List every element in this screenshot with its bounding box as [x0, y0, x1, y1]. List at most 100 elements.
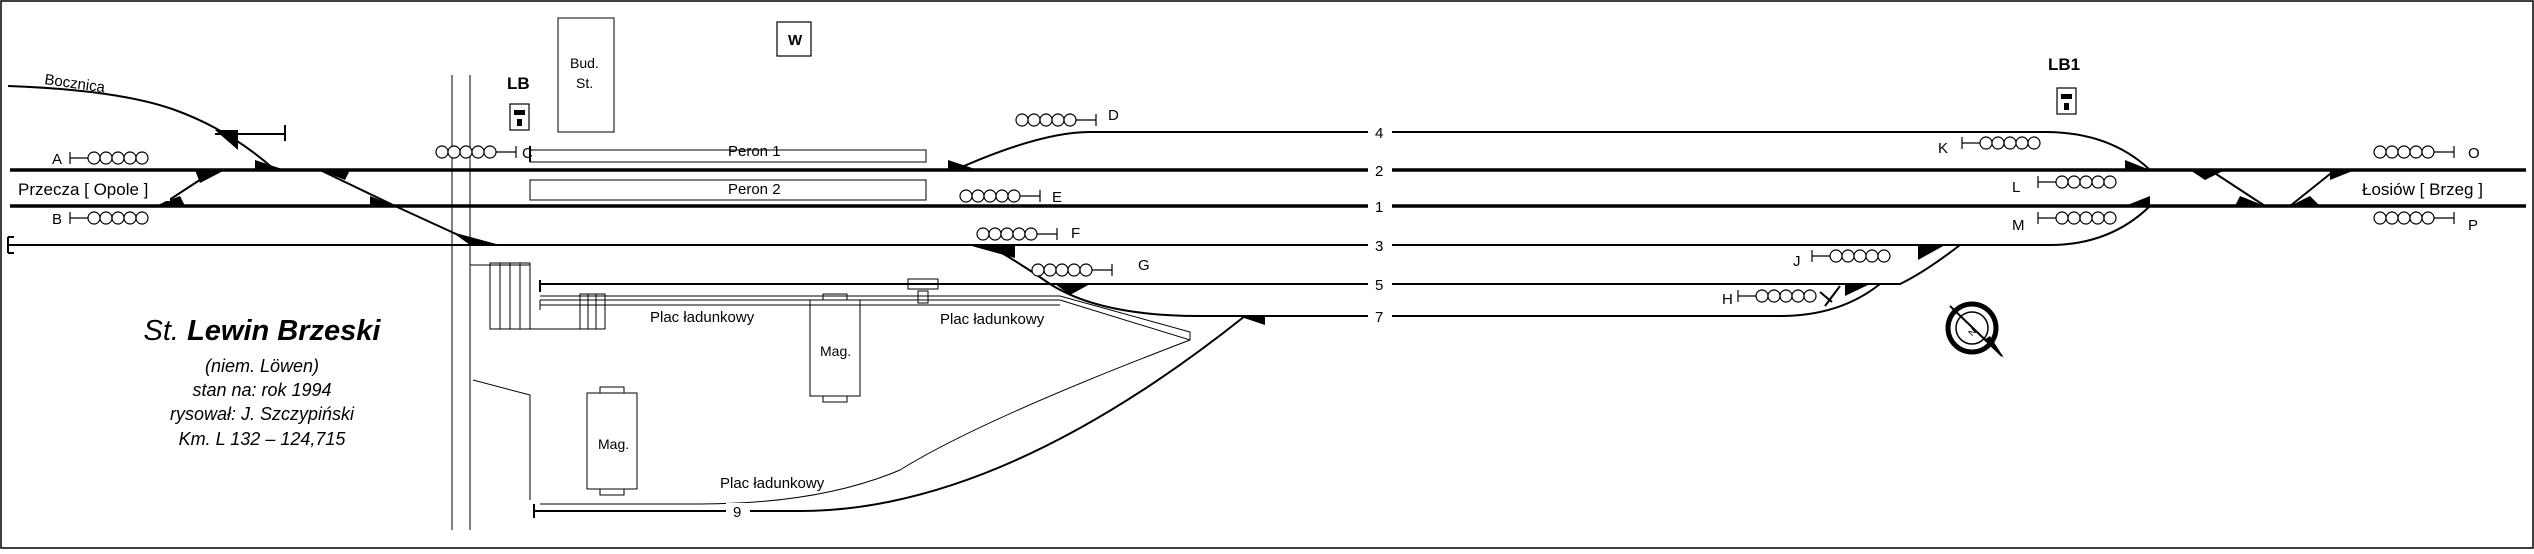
- track-7-line: [1049, 283, 1881, 317]
- signal-d: [1015, 113, 1097, 127]
- signal-g: [1031, 263, 1113, 277]
- info-line-2: stan na: rok 1994: [192, 380, 331, 400]
- switch-icon: [1238, 316, 1265, 325]
- track-number-2: 2: [1375, 163, 1383, 180]
- warehouse-1-label: Mag.: [820, 343, 851, 359]
- switch-icon: [1845, 284, 1870, 296]
- crossover-right-1: [2209, 169, 2266, 207]
- signal-l: [2037, 175, 2117, 189]
- signal-b: [69, 211, 149, 225]
- track-3-curve: [1960, 205, 2151, 246]
- compass-label: N: [1966, 326, 1978, 338]
- signal-h: [1737, 289, 1817, 303]
- signals: [69, 113, 2455, 303]
- switch-icon: [1055, 284, 1090, 295]
- platform-2: [529, 179, 927, 201]
- lb1-label: LB1: [2048, 55, 2080, 74]
- w-box: [776, 21, 812, 57]
- side-tracks: [7, 85, 2336, 518]
- signal-box-lb: [509, 103, 530, 131]
- signal-e: [959, 189, 1041, 203]
- derail-icon: [1819, 285, 1841, 307]
- switch-icon: [2125, 196, 2150, 206]
- platform-1-label: Peron 1: [728, 143, 781, 160]
- signal-box-lb1: [2056, 87, 2077, 115]
- signal-b-label: B: [52, 211, 62, 228]
- signal-g-label: G: [1138, 257, 1150, 274]
- warehouse-2-label: Mag.: [598, 436, 629, 452]
- track-5-line: [987, 244, 1961, 285]
- signal-a: [69, 151, 149, 165]
- switch-icon: [195, 170, 225, 183]
- switch-icon: [452, 232, 500, 245]
- signal-o-label: O: [2468, 145, 2480, 162]
- track-number-9: 9: [733, 504, 741, 521]
- track-number-1: 1: [1375, 199, 1383, 216]
- loading-yard-label-1: Plac ładunkowy: [650, 309, 755, 326]
- switch-icon: [2290, 196, 2320, 206]
- signal-l-label: L: [2012, 179, 2020, 196]
- switch-icon: [2190, 170, 2225, 180]
- switch-icon: [968, 245, 1015, 258]
- signal-c-label: C: [522, 145, 533, 162]
- signal-d-label: D: [1108, 107, 1119, 124]
- direction-right: Łosiów [ Brzeg ]: [2362, 180, 2483, 199]
- direction-left: Przecza [ Opole ]: [18, 180, 148, 199]
- loading-yard-label-3: Plac ładunkowy: [720, 475, 825, 492]
- switch-icon: [215, 130, 238, 150]
- switch-icon: [255, 160, 285, 170]
- signal-m-label: M: [2012, 217, 2025, 234]
- station-building: [557, 17, 615, 133]
- signal-f: [976, 227, 1058, 241]
- loading-yard-label-2: Plac ładunkowy: [940, 311, 1045, 328]
- crossover-right-2: [2289, 169, 2336, 207]
- siding-label: Bocznica: [43, 71, 106, 96]
- signal-k-label: K: [1938, 140, 1948, 157]
- track-number-3: 3: [1375, 238, 1383, 255]
- switch-icon: [948, 160, 978, 170]
- building-label-2: St.: [576, 75, 593, 91]
- building-label-1: Bud.: [570, 55, 599, 71]
- signal-a-label: A: [52, 151, 62, 168]
- track-number-5: 5: [1375, 277, 1383, 294]
- signal-m: [2037, 211, 2117, 225]
- labels: Bocznica Przecza [ Opole ] Łosiów [ Brze…: [10, 32, 2500, 521]
- compass-icon: N: [1945, 301, 2004, 358]
- info-line-4: Km. L 132 – 124,715: [179, 429, 347, 449]
- track-4-line: [954, 131, 2151, 171]
- road-lines: [451, 75, 1191, 530]
- switch-icon: [1918, 245, 1945, 260]
- signal-k: [1961, 136, 2041, 150]
- switch-icon: [2125, 160, 2150, 170]
- signal-c: [435, 145, 517, 159]
- switch-icon: [2330, 170, 2355, 180]
- switch-icon: [2235, 196, 2265, 206]
- switches: [155, 130, 2355, 325]
- weighbridge: [907, 278, 939, 290]
- crossover-left-2: [319, 169, 396, 207]
- track-number-7: 7: [1375, 309, 1383, 326]
- w-label: W: [788, 32, 803, 49]
- switch-icon: [320, 170, 350, 180]
- main-tracks: [10, 168, 2526, 208]
- signal-j: [1811, 249, 1891, 263]
- track-9-line: [534, 315, 1246, 512]
- info-line-1: (niem. Löwen): [205, 356, 319, 376]
- platform-1: [529, 149, 927, 163]
- signal-e-label: E: [1052, 189, 1062, 206]
- platform-2-label: Peron 2: [728, 181, 781, 198]
- signal-p-label: P: [2468, 217, 2478, 234]
- loading-spur: [539, 280, 1060, 292]
- signal-p: [2373, 211, 2455, 225]
- signal-f-label: F: [1071, 225, 1080, 242]
- switch-icon: [370, 196, 395, 206]
- signal-o: [2373, 145, 2455, 159]
- signal-j-label: J: [1793, 253, 1801, 270]
- siding-line: [7, 85, 276, 171]
- lb-label: LB: [507, 74, 530, 93]
- signal-h-label: H: [1722, 291, 1733, 308]
- station-title: St. Lewin Brzeski: [144, 315, 382, 347]
